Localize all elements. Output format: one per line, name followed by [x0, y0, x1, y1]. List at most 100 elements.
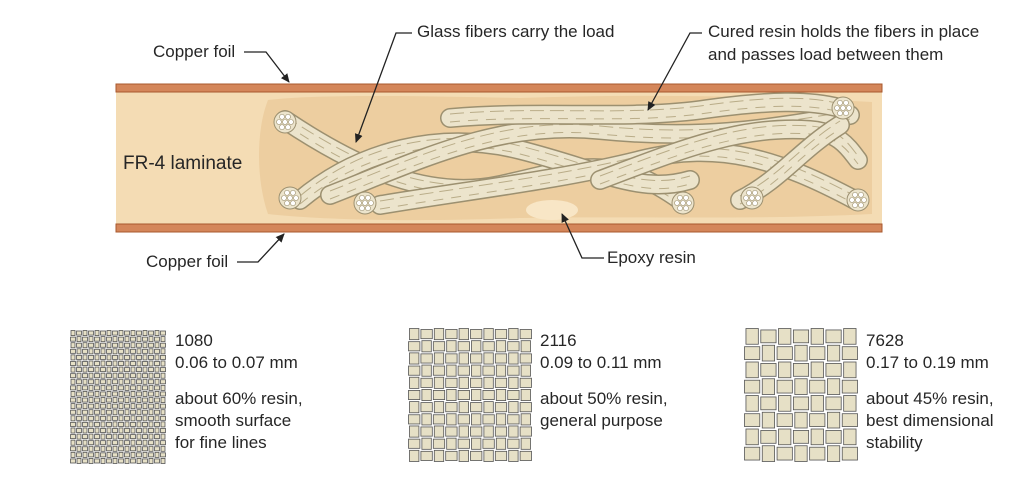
weft-yarn: [457, 438, 470, 449]
warp-yarn: [82, 427, 88, 434]
weft-yarn: [154, 336, 160, 342]
warp-yarn: [106, 330, 112, 336]
warp-yarn: [446, 364, 457, 377]
weft-yarn: [148, 452, 154, 458]
weave-note: stability: [866, 433, 923, 452]
fiber-filament: [677, 195, 683, 201]
fiber-filament: [861, 197, 867, 203]
weft-yarn: [148, 428, 154, 433]
warp-yarn: [483, 328, 494, 341]
weave-note: about 50% resin,: [540, 389, 668, 408]
warp-yarn: [154, 391, 160, 397]
weft-yarn: [148, 367, 154, 373]
warp-yarn: [409, 401, 420, 414]
warp-yarn: [100, 384, 106, 391]
weave-thickness: 0.09 to 0.11 mm: [540, 353, 662, 372]
weft-yarn: [408, 438, 421, 449]
resin-highlight: [526, 200, 578, 220]
weft-yarn: [94, 361, 100, 366]
weft-yarn: [100, 403, 106, 409]
fiber-filament: [279, 114, 285, 120]
warp-yarn: [130, 391, 136, 397]
warp-yarn: [826, 378, 841, 395]
weft-yarn: [760, 329, 777, 344]
weft-yarn: [100, 342, 106, 348]
warp-yarn: [160, 458, 166, 464]
fiber-filament: [285, 114, 291, 120]
warp-yarn: [82, 366, 88, 373]
weft-yarn: [457, 389, 470, 401]
weft-yarn: [124, 440, 130, 446]
warp-yarn: [88, 409, 94, 416]
warp-yarn: [810, 395, 824, 412]
fiber-filament: [683, 195, 689, 201]
warp-yarn: [136, 421, 142, 428]
warp-yarn: [88, 360, 94, 367]
weft-yarn: [82, 336, 88, 342]
warp-yarn: [154, 378, 160, 385]
weft-yarn: [88, 342, 94, 348]
warp-yarn: [810, 361, 824, 379]
weft-yarn: [100, 330, 106, 336]
warp-yarn: [142, 378, 148, 385]
weave-1080-text: 1080 0.06 to 0.07 mm about 60% resin, sm…: [175, 330, 303, 454]
fiber-filament: [279, 124, 285, 130]
weft-yarn: [494, 353, 508, 364]
cured-resin-label-line1: Cured resin holds the fibers in place: [708, 22, 980, 41]
warp-yarn: [88, 458, 94, 464]
warp-yarn: [495, 340, 507, 353]
warp-yarn: [70, 378, 76, 385]
weft-yarn: [154, 373, 160, 379]
warp-yarn: [794, 378, 808, 395]
weft-yarn: [70, 361, 76, 366]
weft-yarn: [148, 354, 154, 360]
glass-fibers-label: Glass fibers carry the load: [417, 22, 615, 41]
weft-yarn: [70, 373, 76, 379]
copper-foil-bottom: [115, 223, 883, 233]
weft-yarn: [160, 391, 166, 397]
warp-yarn: [124, 348, 130, 355]
weft-yarn: [76, 342, 82, 348]
weft-yarn: [494, 377, 508, 388]
fiber-filament: [752, 190, 758, 196]
warp-yarn: [118, 451, 124, 458]
weft-yarn: [142, 348, 148, 354]
warp-yarn: [794, 411, 808, 429]
weft-yarn: [88, 391, 94, 397]
warp-yarn: [94, 330, 100, 336]
weft-yarn: [519, 377, 532, 388]
warp-yarn: [70, 330, 76, 336]
weft-yarn: [118, 421, 124, 427]
warp-yarn: [130, 330, 136, 336]
weft-yarn: [457, 414, 470, 425]
weft-yarn: [106, 397, 112, 403]
weft-yarn: [106, 458, 112, 464]
warp-yarn: [76, 458, 82, 464]
warp-yarn: [142, 342, 148, 349]
warp-yarn: [471, 389, 482, 401]
weft-yarn: [100, 440, 106, 446]
weft-yarn: [154, 409, 160, 415]
warp-yarn: [88, 348, 94, 355]
warp-yarn: [471, 437, 482, 450]
weft-yarn: [432, 389, 446, 401]
weft-yarn: [124, 330, 130, 336]
warp-yarn: [76, 409, 82, 416]
warp-yarn: [136, 409, 142, 416]
fiber-filament: [849, 197, 855, 203]
weft-yarn: [70, 336, 76, 342]
warp-yarn: [118, 354, 124, 361]
weft-yarn: [100, 367, 106, 373]
weft-yarn: [160, 342, 166, 348]
warp-yarn: [154, 342, 160, 349]
fiber-filament: [858, 192, 864, 198]
fiber-bundle-core: [441, 93, 849, 127]
warp-yarn: [106, 403, 112, 410]
weft-yarn: [470, 353, 483, 364]
weft-yarn: [792, 329, 810, 344]
warp-yarn: [160, 360, 166, 367]
warp-yarn: [112, 360, 118, 367]
weft-yarn: [482, 414, 495, 425]
fiber-filament: [743, 195, 749, 201]
fiber-bundle-core: [591, 120, 867, 189]
